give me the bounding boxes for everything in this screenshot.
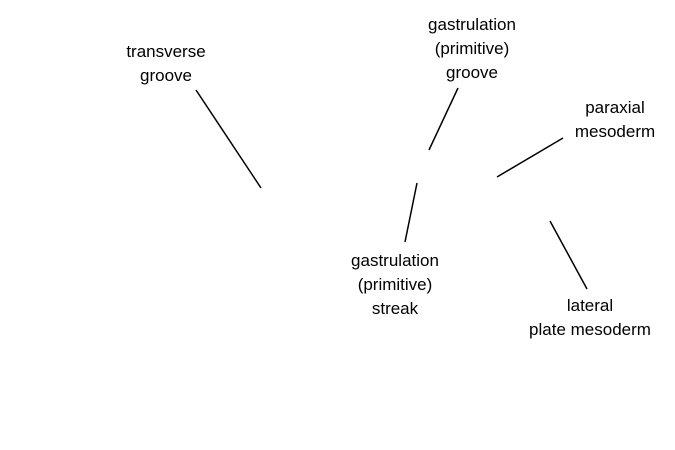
label-line: paraxial [585,98,645,117]
label-line: groove [140,66,192,85]
leader-line-lateral-plate-mesoderm [549,220,588,290]
label-transverse-groove: transverse groove [106,40,226,88]
leader-line-paraxial-mesoderm [496,137,564,178]
leader-line-gastrulation-streak [404,182,418,243]
label-line: mesoderm [574,122,656,141]
label-paraxial-mesoderm: paraxial mesoderm [555,96,675,144]
leader-line-gastrulation-groove [428,87,459,151]
label-line: gastrulation [428,15,516,34]
label-line: (primitive) [434,39,510,58]
leader-line-transverse-groove [195,89,262,189]
label-gastrulation-groove: gastrulation (primitive) groove [397,13,547,85]
label-line: gastrulation [351,251,439,270]
label-lateral-plate-mesoderm: lateral plate mesoderm [505,294,675,342]
label-line: (primitive) [357,275,433,294]
label-line: plate mesoderm [529,320,651,339]
label-gastrulation-streak: gastrulation (primitive) streak [320,249,470,321]
label-line: transverse [126,42,206,61]
label-line: groove [446,63,498,82]
label-line: streak [371,299,419,318]
label-line: lateral [566,296,614,315]
